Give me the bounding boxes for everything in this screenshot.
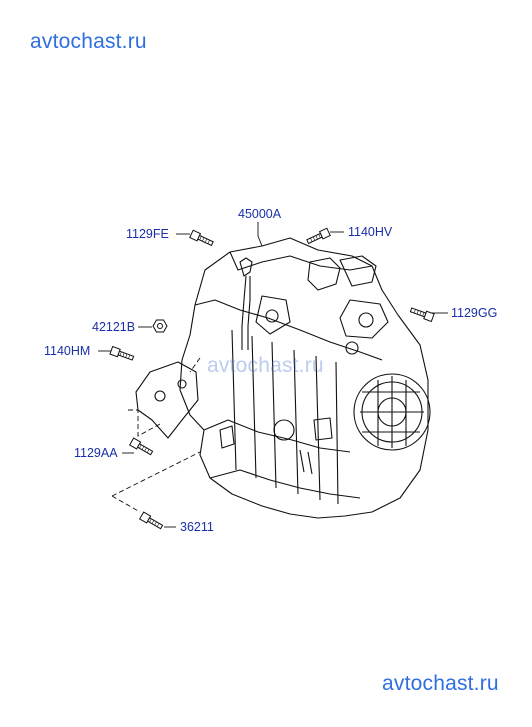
label-1129GG: 1129GG [451, 306, 498, 320]
label-42121B: 42121B [92, 320, 136, 334]
label-36211: 36211 [180, 520, 214, 534]
leader-lines [98, 222, 448, 528]
label-1140HV: 1140HV [348, 225, 393, 239]
watermark-center: avtochast.ru [207, 354, 324, 377]
bolt-1129GG-icon [409, 307, 435, 323]
label-1140HM: 1140HM [44, 344, 91, 358]
label-1129AA: 1129AA [74, 446, 118, 460]
bolt-1129FE-icon [189, 229, 214, 247]
bolt-1140HV-icon [306, 227, 331, 245]
transmission-assembly [135, 237, 431, 519]
nut-42121B-icon [152, 319, 168, 333]
watermark-bottom: avtochast.ru [382, 672, 499, 695]
label-1129FE: 1129FE [126, 227, 169, 241]
leader-45000A [257, 222, 263, 247]
bolt-36211-icon [138, 511, 164, 530]
bolt-1129AA-icon [128, 437, 154, 456]
watermark-top: avtochast.ru [30, 30, 147, 53]
bolts [109, 227, 435, 530]
bolt-1140HM-icon [109, 345, 135, 361]
label-45000A: 45000A [238, 207, 282, 221]
